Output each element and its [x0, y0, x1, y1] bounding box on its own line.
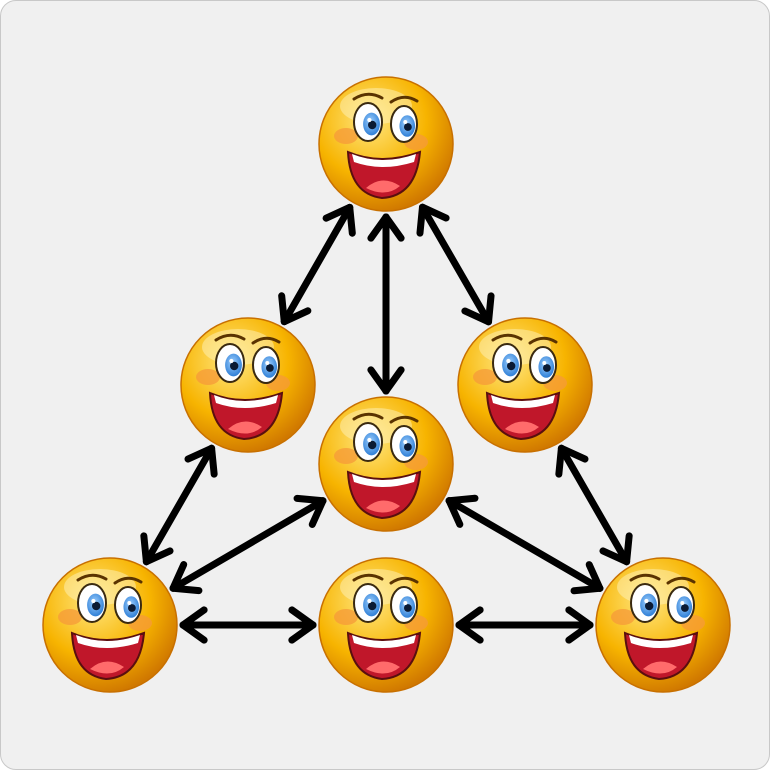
arrow-center-bottom-left [169, 494, 327, 595]
arrow-bottom-center-bottom-right [455, 606, 594, 644]
arrow-mid-left-bottom-left [140, 444, 218, 566]
laughing-smiley-icon [595, 557, 731, 693]
node-center [318, 396, 454, 532]
node-mid-left [180, 317, 316, 453]
nodes-layer [42, 76, 731, 693]
laughing-smiley-icon [318, 76, 454, 212]
laughing-smiley-icon [42, 557, 178, 693]
laughing-smiley-icon [318, 396, 454, 532]
node-top [318, 76, 454, 212]
arrow-center-bottom-right [445, 494, 604, 595]
node-bottom-left [42, 557, 178, 693]
arrow-mid-right-bottom-right [555, 444, 633, 566]
arrow-top-mid-left [278, 203, 356, 326]
node-bottom-right [595, 557, 731, 693]
node-bottom-center [318, 557, 454, 693]
arrow-top-mid-right [416, 203, 495, 326]
node-mid-right [457, 317, 593, 453]
laughing-smiley-icon [457, 317, 593, 453]
edges-layer [140, 203, 633, 644]
laughing-smiley-icon [318, 557, 454, 693]
arrow-top-center [367, 213, 405, 395]
laughing-smiley-icon [180, 317, 316, 453]
arrow-bottom-left-bottom-center [179, 606, 317, 644]
